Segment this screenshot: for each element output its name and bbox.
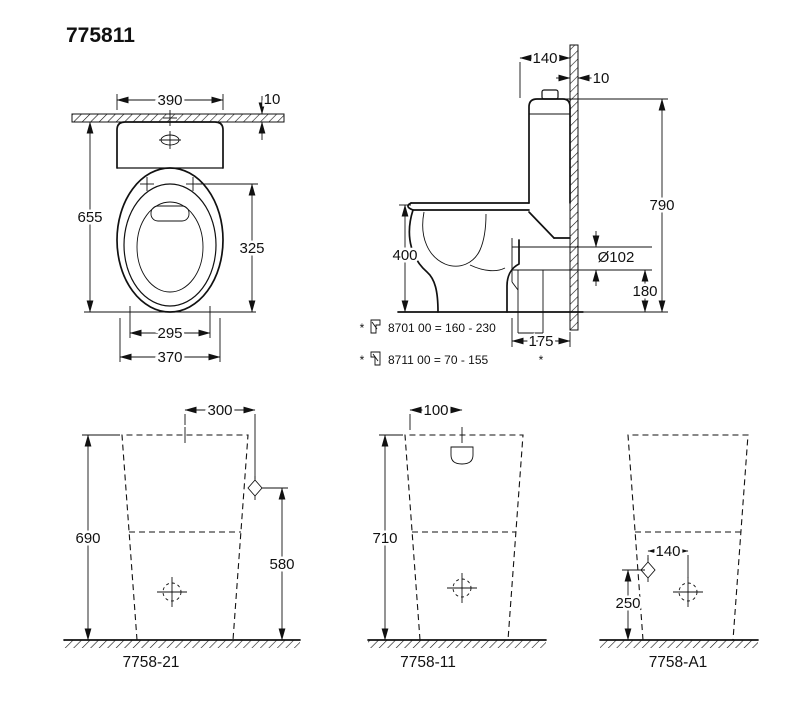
dim-seat-height: 325: [196, 183, 267, 313]
dim-total-height-side: 790: [566, 98, 677, 313]
view-label: 7758-A1: [649, 654, 708, 671]
dim-text: 325: [239, 240, 264, 257]
dim-tank-width: 390: [116, 90, 224, 112]
dim-bowl-width: 295: [129, 306, 211, 345]
dim-text: 300: [207, 402, 232, 419]
dim-height: 690: [73, 434, 120, 641]
outline-dashed: [121, 434, 249, 641]
bowl-opening: [136, 201, 204, 293]
wall-section: [569, 44, 579, 331]
side-view: 140 10 790 400 Ø102 180: [360, 44, 677, 367]
dim-wall-gap-front: 10: [258, 89, 283, 140]
outline-dashed: [627, 434, 749, 641]
outlet-note-2: * 8711 00 = 70 - 155: [360, 351, 489, 367]
dim-text: 655: [77, 209, 102, 226]
outlet-note-1: * 8701 00 = 160 - 230: [360, 319, 496, 335]
dim-text: 250: [615, 595, 640, 612]
dim-text: 175: [528, 333, 553, 350]
outline-dashed: [404, 434, 524, 641]
footnote-marker: *: [360, 353, 365, 367]
bowl-cavity: [422, 211, 487, 267]
outlet-variant-icon: [370, 351, 381, 366]
dim-height: 710: [370, 434, 403, 641]
rear-view-7758-A1: 140 250 7758-A1: [599, 434, 759, 671]
dim-text: 370: [157, 349, 182, 366]
dim-base-width: 370: [119, 318, 221, 369]
dim-total-height-front: 655: [75, 121, 256, 313]
dim-supply-height: 250: [613, 569, 645, 641]
footnote-marker: *: [360, 321, 365, 335]
dim-text: 100: [423, 402, 448, 419]
dim-inlet-offset: 100: [409, 400, 463, 430]
flush-button: [541, 89, 559, 100]
drawing-number: 775811: [66, 24, 135, 47]
outlet-pipe: [511, 238, 652, 334]
dim-supply-offset: 140: [647, 541, 689, 578]
drain-position-marker: [157, 577, 187, 607]
footnote-marker: *: [539, 353, 544, 367]
dim-rim-height: 400: [390, 204, 420, 313]
seat-outline: [123, 183, 217, 307]
dim-text: Ø102: [598, 249, 635, 266]
dim-text: 710: [372, 530, 397, 547]
dim-text: 140: [532, 50, 557, 67]
dim-outlet-distance: 175 *: [511, 318, 571, 367]
rear-view-7758-11: 100 710 7758-11: [367, 400, 547, 671]
dim-text: 790: [649, 197, 674, 214]
dim-text: 10: [593, 70, 610, 87]
outlet-variant-icon: [370, 319, 381, 334]
dim-supply-offset: 300: [184, 400, 256, 479]
view-label: 7758-21: [123, 654, 180, 671]
drain-position-marker: [673, 577, 703, 607]
water-supply-marker: [247, 476, 263, 500]
trap-line: [469, 264, 506, 272]
dim-text: 295: [157, 325, 182, 342]
dim-supply-height: 580: [262, 487, 297, 641]
floor-hatch: [368, 640, 546, 648]
dim-text: 400: [392, 247, 417, 264]
bowl-side: [407, 202, 571, 313]
water-distributor: [150, 205, 190, 222]
center-mark: [163, 110, 177, 126]
drain-position-marker: [447, 573, 477, 603]
rear-view-7758-21: 300 690 580 7758-21: [63, 400, 301, 671]
dim-text: 10: [264, 91, 281, 108]
cistern-front: [116, 121, 224, 169]
note-text: 8701 00 = 160 - 230: [388, 321, 496, 335]
wall-section: [71, 113, 285, 123]
floor-hatch: [64, 640, 300, 648]
dim-tank-depth: 140: [519, 48, 571, 98]
dim-text: 180: [632, 283, 657, 300]
dim-outlet-diameter: Ø102: [592, 231, 637, 286]
hinge-mark-left: [140, 177, 154, 191]
cistern-side: [528, 89, 571, 204]
dim-outlet-height: 180: [630, 269, 660, 313]
dim-text: 580: [269, 556, 294, 573]
note-text: 8711 00 = 70 - 155: [388, 353, 489, 367]
dim-wall-gap-side: 10: [556, 68, 612, 90]
bowl-front: [116, 167, 224, 313]
dim-text: 390: [157, 92, 182, 109]
inlet-marker: [450, 446, 474, 465]
floor-hatch: [600, 640, 758, 648]
view-label: 7758-11: [400, 654, 456, 671]
dim-text: 690: [75, 530, 100, 547]
front-view: 390 10 655 325 295 370: [71, 89, 285, 369]
dim-text: 140: [655, 543, 680, 560]
